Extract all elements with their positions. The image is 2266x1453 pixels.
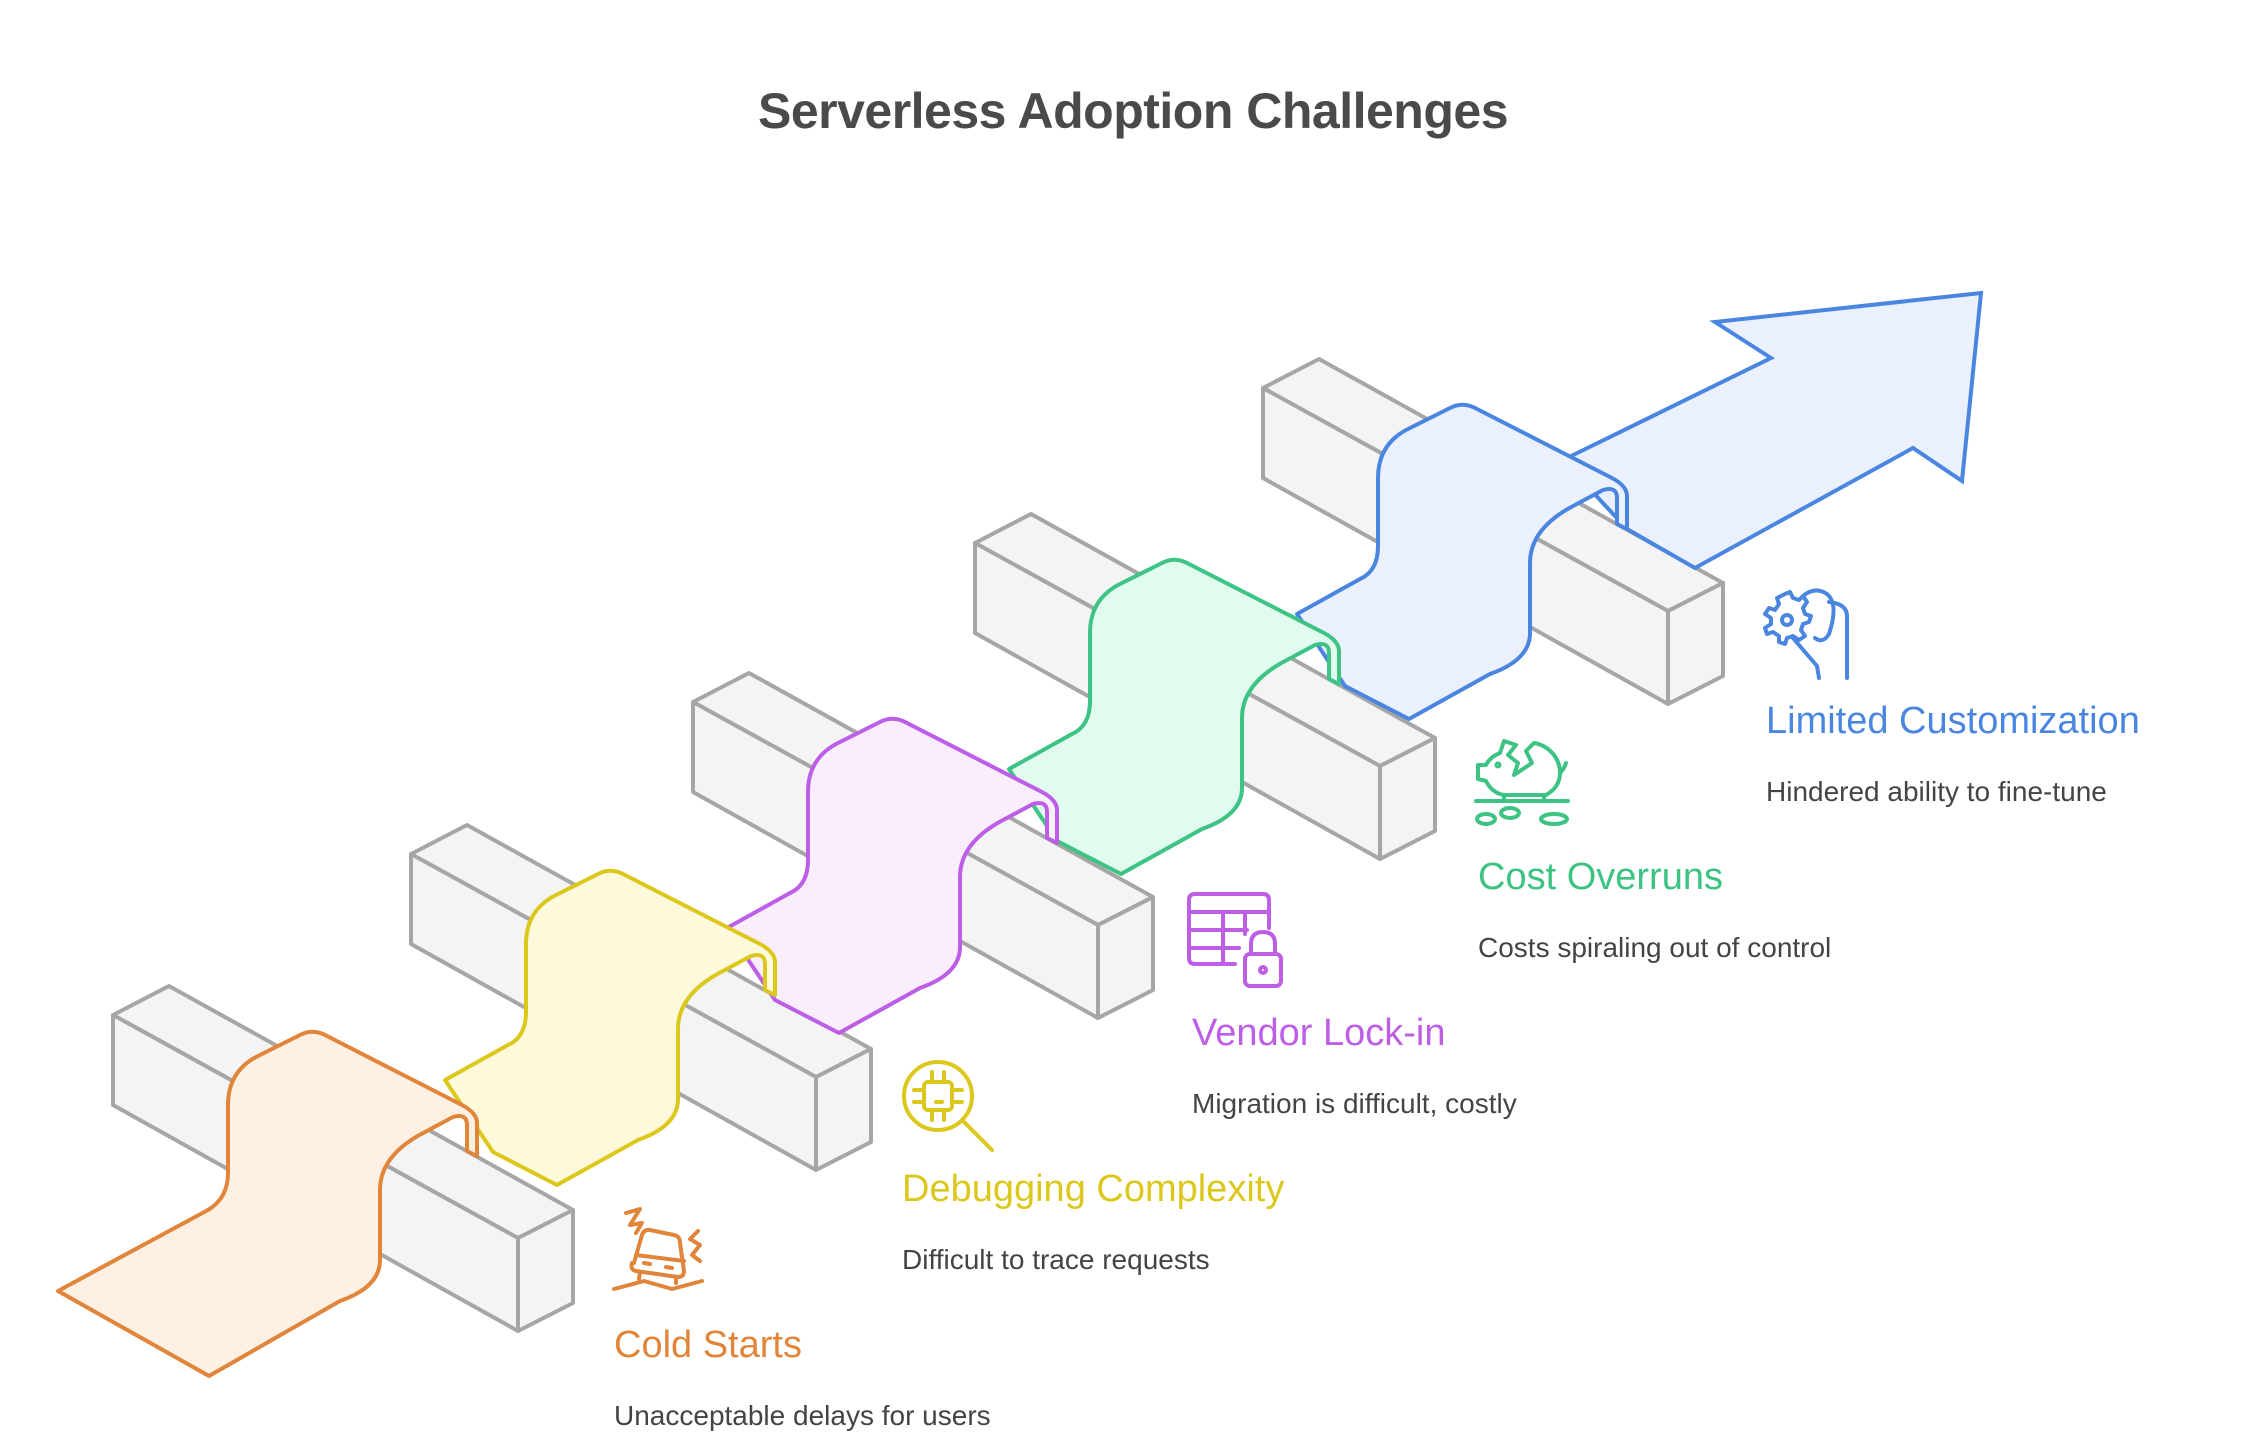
block-end-face — [1378, 736, 1437, 861]
ribbon-step-3 — [725, 716, 1059, 1035]
step-desc-vendor-lock-in: Migration is difficult, costly — [1192, 1088, 1517, 1119]
broken-piggy-bank-icon — [1474, 735, 1570, 831]
arrow-head — [1559, 290, 1984, 571]
block-end-face — [516, 1208, 575, 1333]
ribbon-step-1 — [56, 1029, 479, 1378]
ribbons-layer — [56, 290, 1984, 1378]
chip-magnifier-icon — [898, 1060, 994, 1156]
step-title-cold-starts: Cold Starts — [614, 1324, 802, 1366]
block-end-face — [1096, 895, 1155, 1020]
ribbon-step-4 — [1007, 557, 1341, 876]
page-title: Serverless Adoption Challenges — [757, 83, 1509, 139]
step-desc-cost-overruns: Costs spiraling out of control — [1478, 932, 1832, 963]
block-end-face — [814, 1047, 873, 1172]
skidding-car-icon — [612, 1205, 708, 1301]
block-end-face — [1666, 581, 1725, 706]
locked-table-icon — [1187, 892, 1283, 988]
step-title-cost-overruns: Cost Overruns — [1478, 856, 1723, 898]
step-title-vendor-lock-in: Vendor Lock-in — [1192, 1012, 1446, 1054]
ribbon-step-2 — [443, 868, 777, 1187]
step-desc-debugging-complexity: Difficult to trace requests — [902, 1244, 1210, 1275]
step-desc-cold-starts: Unacceptable delays for users — [614, 1400, 991, 1431]
step-desc-limited-customization: Hindered ability to fine-tune — [1766, 776, 2107, 807]
hand-gear-icon — [1763, 582, 1859, 680]
ribbon-step-5 — [1295, 402, 1629, 721]
step-title-debugging-complexity: Debugging Complexity — [902, 1168, 1285, 1210]
step-title-limited-customization: Limited Customization — [1766, 700, 2140, 742]
